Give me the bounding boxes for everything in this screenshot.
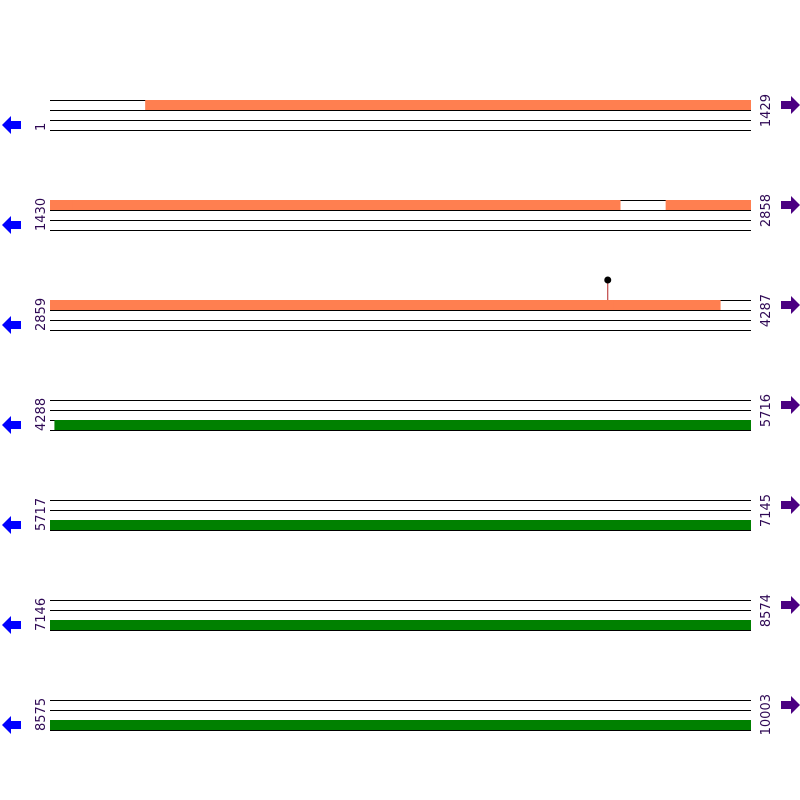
- arrow-right-icon: [781, 496, 800, 514]
- arrow-right-icon: [781, 196, 800, 214]
- arrow-right-icon: [781, 96, 800, 114]
- forward-feature-bar: [145, 100, 752, 110]
- row-end-label: 10003: [759, 694, 774, 735]
- row-start-label: 1: [34, 123, 49, 131]
- row-end-label: 1429: [759, 94, 774, 127]
- row-start-label: 7146: [34, 598, 49, 631]
- forward-feature-bar: [426, 300, 614, 310]
- row-start-label: 1430: [34, 198, 49, 231]
- arrow-left-icon: [2, 216, 21, 234]
- reverse-feature-bar: [50, 520, 55, 530]
- reverse-feature-bar: [54, 420, 751, 430]
- arrow-left-icon: [2, 316, 21, 334]
- row-start-label: 2859: [34, 298, 49, 331]
- arrow-left-icon: [2, 116, 21, 134]
- row-start-label: 8575: [34, 698, 49, 731]
- reverse-feature-bar: [97, 520, 751, 530]
- arrow-left-icon: [2, 616, 21, 634]
- row-end-label: 7145: [759, 494, 774, 527]
- row-end-label: 8574: [759, 594, 774, 627]
- arrow-left-icon: [2, 716, 21, 734]
- row-start-label: 5717: [34, 498, 49, 531]
- arrow-right-icon: [781, 396, 800, 414]
- row-start-label: 4288: [34, 398, 49, 431]
- row-end-label: 5716: [759, 394, 774, 427]
- arrow-left-icon: [2, 516, 21, 534]
- row-end-label: 4287: [759, 294, 774, 327]
- reverse-feature-bar: [50, 720, 751, 730]
- forward-feature-bar: [50, 300, 721, 310]
- forward-feature-bar: [665, 200, 751, 210]
- forward-feature-bar: [50, 200, 54, 210]
- arrow-right-icon: [781, 696, 800, 714]
- arrow-left-icon: [2, 416, 21, 434]
- arrow-right-icon: [781, 296, 800, 314]
- arrow-right-icon: [781, 596, 800, 614]
- reverse-feature-bar: [50, 620, 751, 630]
- marker-head: [604, 276, 612, 284]
- row-end-label: 2858: [759, 194, 774, 227]
- forward-feature-bar: [72, 200, 621, 210]
